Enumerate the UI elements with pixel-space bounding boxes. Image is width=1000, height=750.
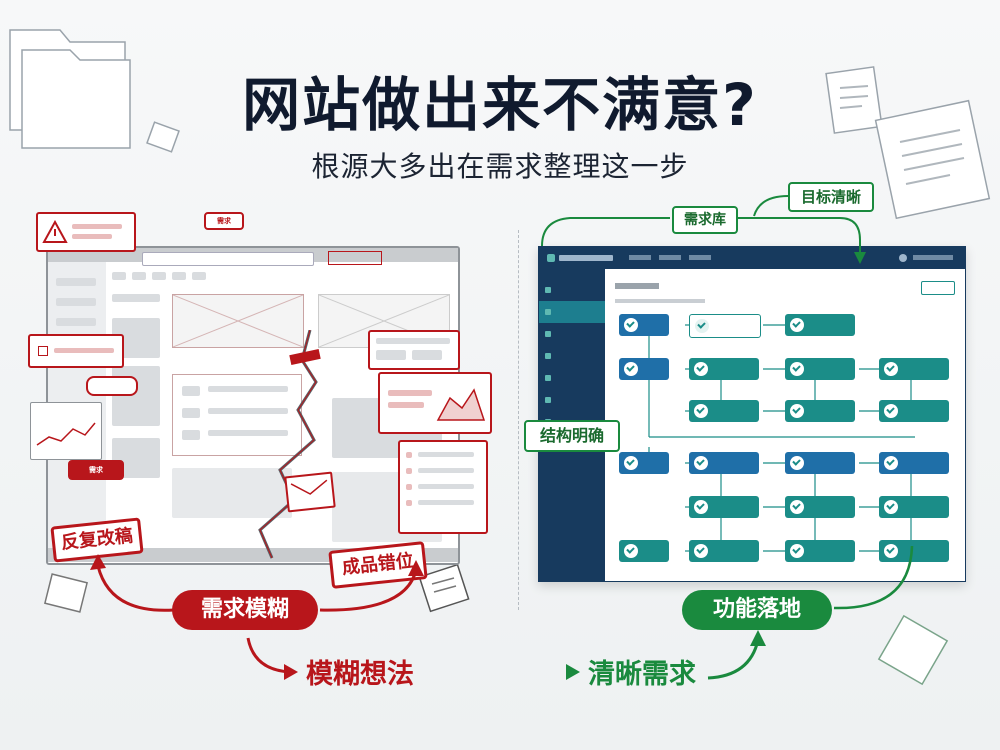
link-chip <box>86 376 138 396</box>
flow-node <box>785 358 855 380</box>
flow-node <box>619 314 669 336</box>
flow-node <box>689 400 759 422</box>
flow-node <box>785 314 855 336</box>
red-cycle-arrow <box>90 554 175 612</box>
flow-node <box>785 540 855 562</box>
landing-pill: 功能落地 <box>682 590 832 630</box>
transform-arrow <box>428 664 580 680</box>
red-outline-box <box>328 251 382 265</box>
vague-requirements-pill: 需求模糊 <box>172 590 318 630</box>
error-card <box>28 334 124 368</box>
red-curve-arrow <box>246 637 298 680</box>
green-flow-arrow <box>541 195 866 264</box>
flow-node <box>879 400 949 422</box>
floating-chart-card <box>378 372 492 434</box>
flow-node <box>689 496 759 518</box>
green-up-arrow <box>707 630 766 680</box>
floating-card <box>368 330 460 370</box>
structure-tag: 结构明确 <box>524 420 620 452</box>
flow-node <box>619 540 669 562</box>
floating-tag: 需求 <box>68 460 124 480</box>
floating-list-card <box>398 440 488 534</box>
flow-node <box>879 358 949 380</box>
page-title: 网站做出来不满意? <box>242 71 758 139</box>
clear-requirement-label: 清晰需求 <box>588 659 696 690</box>
vague-idea-label: 模糊想法 <box>306 659 414 690</box>
structured-dashboard-window <box>538 246 966 582</box>
requirement-tag: 需求库 <box>672 206 738 234</box>
floating-tag: 需求 <box>204 212 244 230</box>
paper-scrap-icon <box>877 614 949 686</box>
flow-node <box>879 496 949 518</box>
green-cycle-arrow <box>833 545 914 610</box>
section-divider <box>518 230 519 610</box>
warning-icon <box>42 220 68 243</box>
search-bar <box>142 252 314 266</box>
flow-node <box>785 452 855 474</box>
flow-node <box>879 452 949 474</box>
red-cycle-arrow <box>319 560 424 612</box>
paper-scrap-icon <box>43 573 89 613</box>
paper-scrap-icon <box>146 121 180 153</box>
folder-doodle-icon <box>9 29 131 149</box>
flow-node <box>689 540 759 562</box>
goal-tag: 目标清晰 <box>788 182 874 212</box>
image-placeholder <box>172 294 304 348</box>
avatar <box>899 254 907 262</box>
flow-node <box>619 358 669 380</box>
page-subtitle: 根源大多出在需求整理这一步 <box>311 150 689 183</box>
warning-card <box>36 212 136 252</box>
paper-scrap-icon <box>418 563 470 613</box>
document-doodle-icon <box>825 66 991 220</box>
crack-line <box>258 330 318 559</box>
flow-node <box>689 452 759 474</box>
mini-chart-card <box>30 402 102 460</box>
flow-node <box>785 496 855 518</box>
flow-node <box>689 314 761 338</box>
flow-node <box>785 400 855 422</box>
flow-node <box>619 452 669 474</box>
flow-node <box>689 358 759 380</box>
flow-node <box>879 540 949 562</box>
mail-icon <box>284 471 336 513</box>
